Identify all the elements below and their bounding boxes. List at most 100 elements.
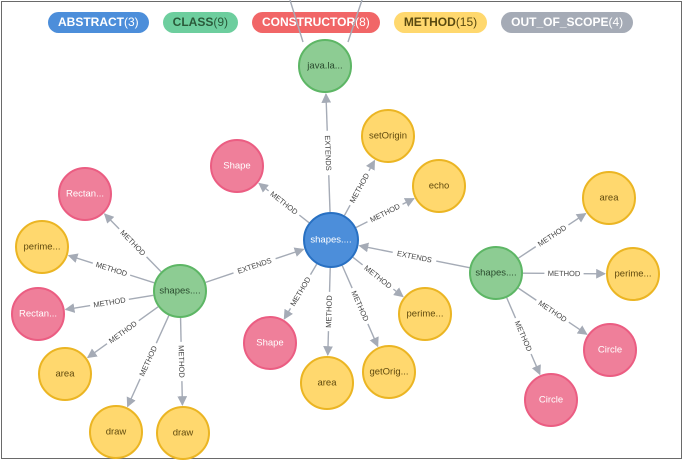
edge-stub-0[interactable]	[289, 0, 304, 43]
edge-right-center-b[interactable]	[358, 242, 393, 254]
edge-left-area_l-a[interactable]	[138, 306, 159, 322]
node-circle[interactable]	[469, 246, 523, 300]
edge-center-area_bot-a[interactable]	[328, 267, 331, 292]
node-constructor-shape_bot[interactable]: Shape	[243, 316, 297, 370]
legend-out-of-scope[interactable]: OUT_OF_SCOPE(4)	[501, 12, 634, 33]
edge-left-rect2-b[interactable]	[64, 303, 91, 313]
edge-right-area_r-a[interactable]	[518, 246, 537, 259]
edge-center-javalang-b[interactable]	[321, 93, 332, 131]
node-circle[interactable]	[210, 139, 264, 193]
edge-center-shape_top-b[interactable]	[258, 182, 270, 193]
node-method-getOrig[interactable]: getOrig...	[362, 345, 416, 399]
node-label: Circle	[539, 395, 563, 406]
edge-center-perim_c-a[interactable]	[352, 256, 364, 266]
edge-center-javalang-a[interactable]	[328, 175, 331, 213]
node-circle[interactable]	[298, 39, 352, 93]
edge-left-rect2-a[interactable]	[128, 294, 154, 300]
edge-left-perim_l-a[interactable]	[129, 274, 155, 284]
edge-center-getOrig-b[interactable]	[367, 323, 379, 348]
edge-center-area_bot-b[interactable]	[323, 331, 333, 356]
edge-label-method: METHOD	[107, 319, 139, 346]
edge-center-perim_c-b[interactable]	[392, 287, 404, 298]
edge-label-method: METHOD	[268, 189, 300, 217]
edge-label-method: METHOD	[548, 269, 581, 278]
legend-method[interactable]: METHOD(15)	[393, 12, 488, 33]
edge-left-rect1-a[interactable]	[146, 256, 162, 273]
edge-center-shape_bot-a[interactable]	[309, 263, 318, 275]
edge-center-shape_top-a[interactable]	[298, 214, 310, 224]
node-method-area_bot[interactable]: area	[300, 356, 354, 410]
edge-label-method: METHOD	[513, 319, 534, 353]
edge-center-echo-b[interactable]	[402, 197, 415, 207]
node-method-area_r[interactable]: area	[582, 171, 636, 225]
node-circle[interactable]	[300, 356, 354, 410]
edge-right-circle2-a[interactable]	[506, 297, 517, 319]
node-circle[interactable]	[582, 171, 636, 225]
node-constructor-shape_top[interactable]: Shape	[210, 139, 264, 193]
edge-center-setOrigin-b[interactable]	[366, 159, 376, 172]
edge-center-setOrigin-a[interactable]	[343, 204, 351, 216]
node-circle[interactable]	[362, 345, 416, 399]
node-circle[interactable]	[412, 159, 466, 213]
node-circle[interactable]	[58, 167, 112, 221]
node-method-draw2[interactable]: draw	[156, 406, 210, 460]
node-method-perim_l[interactable]: perime...	[15, 220, 69, 274]
edge-left-draw1-a[interactable]	[155, 315, 170, 344]
legend-bar: ABSTRACT(3) CLASS(9) CONSTRUCTOR(8) METH…	[48, 12, 634, 33]
node-label: area	[599, 193, 619, 204]
node-circle[interactable]	[398, 287, 452, 341]
node-circle[interactable]	[11, 287, 65, 341]
node-circle[interactable]	[583, 323, 637, 377]
node-circle[interactable]	[156, 406, 210, 460]
node-label: perime...	[615, 269, 652, 280]
edge-left-center-a[interactable]	[205, 272, 234, 284]
node-method-echo[interactable]: echo	[412, 159, 466, 213]
legend-class[interactable]: CLASS(9)	[162, 12, 239, 33]
edge-right-circle1-b[interactable]	[568, 321, 588, 335]
node-circle[interactable]	[361, 109, 415, 163]
node-circle[interactable]	[606, 247, 660, 301]
edge-stub-1[interactable]	[347, 0, 363, 43]
node-circle[interactable]	[524, 373, 578, 427]
node-constructor-circle2[interactable]: Circle	[524, 373, 578, 427]
node-class-javalang[interactable]: java.la...	[298, 39, 352, 93]
node-circle[interactable]	[89, 405, 143, 459]
edge-right-area_r-b[interactable]	[568, 212, 587, 226]
edge-right-circle1-a[interactable]	[517, 287, 537, 301]
edge-right-center-a[interactable]	[436, 260, 470, 269]
edge-left-draw2-a[interactable]	[179, 317, 182, 342]
node-circle[interactable]	[15, 220, 69, 274]
node-method-perim_r[interactable]: perime...	[606, 247, 660, 301]
node-circle[interactable]	[38, 347, 92, 401]
node-label: shapes....	[159, 286, 200, 297]
node-class-left[interactable]: shapes....	[153, 264, 207, 318]
node-class-right[interactable]: shapes....	[469, 246, 523, 300]
legend-abstract[interactable]: ABSTRACT(3)	[48, 12, 149, 33]
edge-center-shape_bot-b[interactable]	[283, 308, 293, 320]
node-constructor-rect1[interactable]: Rectan...	[58, 167, 112, 221]
node-circle[interactable]	[243, 316, 297, 370]
node-method-draw1[interactable]: draw	[89, 405, 143, 459]
edge-left-center-b[interactable]	[275, 247, 305, 260]
node-method-setOrigin[interactable]: setOrigin	[361, 109, 415, 163]
node-abstract-center[interactable]: shapes....	[303, 212, 359, 268]
node-circle[interactable]	[303, 212, 359, 268]
node-method-perim_c[interactable]: perime...	[398, 287, 452, 341]
edge-center-getOrig-a[interactable]	[341, 265, 353, 289]
node-label: Rectan...	[66, 189, 104, 200]
edge-left-draw1-b[interactable]	[126, 378, 141, 408]
node-constructor-rect2[interactable]: Rectan...	[11, 287, 65, 341]
node-label: area	[317, 378, 337, 389]
node-circle[interactable]	[153, 264, 207, 318]
node-constructor-circle1[interactable]: Circle	[583, 323, 637, 377]
edge-label-method: METHOD	[349, 289, 371, 323]
edge-left-area_l-b[interactable]	[86, 343, 108, 359]
edge-left-perim_l-b[interactable]	[67, 253, 94, 264]
legend-constructor[interactable]: CONSTRUCTOR(8)	[252, 12, 380, 33]
edge-center-echo-a[interactable]	[355, 221, 368, 229]
edge-left-draw2-b[interactable]	[177, 381, 188, 406]
edge-right-circle2-b[interactable]	[530, 353, 541, 376]
node-method-area_l[interactable]: area	[38, 347, 92, 401]
edge-left-rect1-b[interactable]	[103, 213, 120, 230]
